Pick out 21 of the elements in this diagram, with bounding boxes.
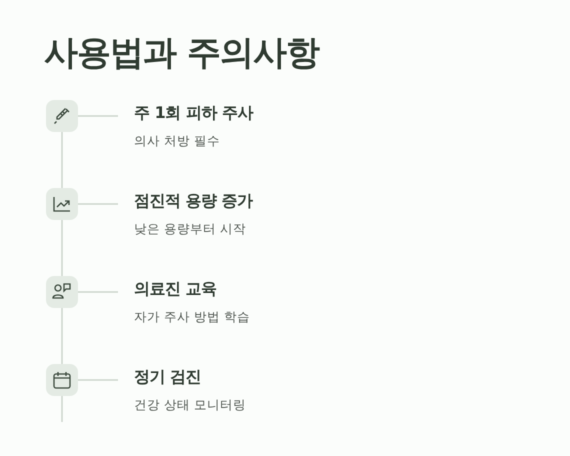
icon-tile [46, 100, 78, 132]
connector-line [61, 132, 63, 188]
icon-tile [46, 188, 78, 220]
step-description: 건강 상태 모니터링 [134, 397, 246, 414]
connector-line [61, 220, 63, 276]
step-heading: 정기 검진 [134, 367, 202, 388]
icon-tile [46, 364, 78, 396]
connector-line [78, 115, 118, 117]
step-heading: 주 1회 피하 주사 [134, 103, 253, 124]
step-description: 의사 처방 필수 [134, 133, 221, 150]
connector-line [61, 308, 63, 364]
step-description: 낮은 용량부터 시작 [134, 221, 247, 238]
connector-line [78, 291, 118, 293]
step-heading: 의료진 교육 [134, 279, 218, 300]
connector-line [61, 396, 63, 422]
connector-line [78, 379, 118, 381]
title: 사용법과 주의사항 [44, 32, 319, 75]
connector-line [78, 203, 118, 205]
icon-tile [46, 276, 78, 308]
step-description: 자가 주사 방법 학습 [134, 309, 250, 326]
step-heading: 점진적 용량 증가 [134, 191, 253, 212]
